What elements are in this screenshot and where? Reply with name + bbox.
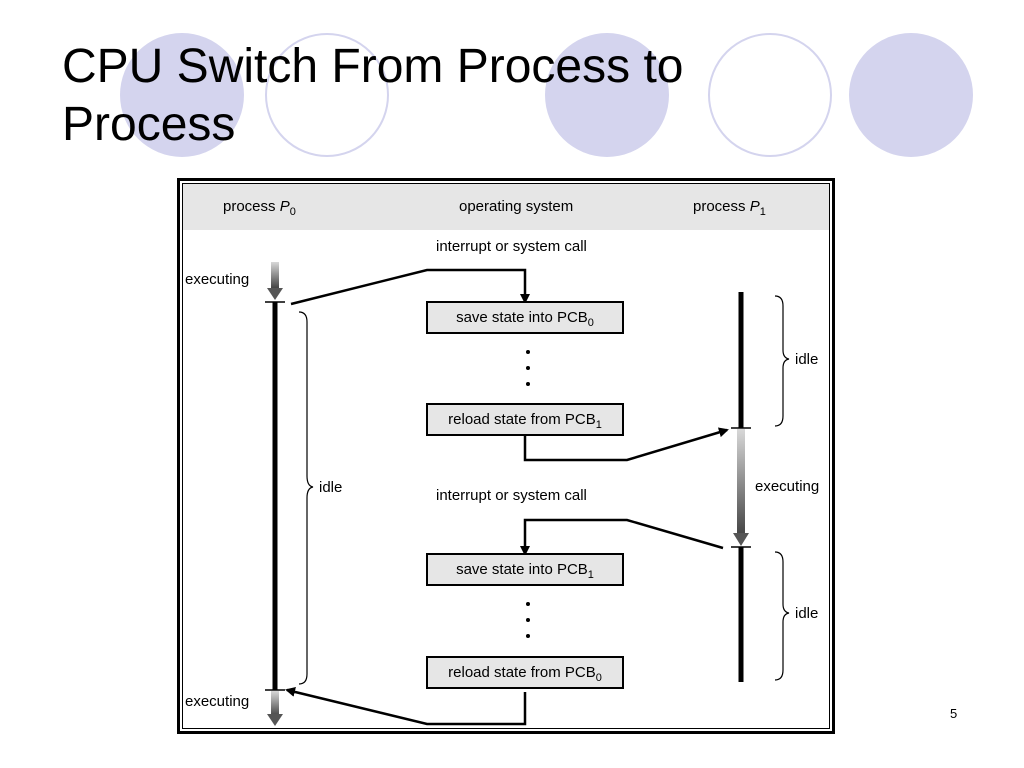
p1-sub: 1: [759, 206, 766, 218]
box-sub: 0: [587, 317, 594, 329]
slide-title: CPU Switch From Process to Process: [62, 40, 684, 151]
interrupt-label-2: interrupt or system call: [436, 487, 587, 504]
p1-idle-bottom-label: idle: [795, 605, 819, 622]
column-header-os: operating system: [459, 198, 574, 215]
box-text: reload state from PCB: [448, 664, 596, 681]
interrupt-label-1: interrupt or system call: [436, 238, 587, 255]
ellipsis-dots-upper: [526, 350, 530, 386]
box-sub: 1: [595, 419, 602, 431]
arrow-p1-to-save-pcb1: [520, 518, 724, 556]
box-sub: 0: [595, 672, 602, 684]
arrow-reload-pcb1-to-p1: [523, 427, 729, 462]
p0-sub: 0: [289, 206, 296, 218]
p0-executing-bottom-bar: [265, 689, 285, 726]
p1-idle-top-brace: [774, 295, 790, 427]
p1-idle-bottom-brace: [774, 551, 790, 681]
box-text: reload state from PCB: [448, 411, 596, 428]
p1-executing-bar: [731, 427, 751, 548]
p0-executing-bottom-label: executing: [185, 693, 250, 710]
p1-prefix: process: [693, 198, 750, 215]
decor-circle-5: [849, 33, 973, 157]
p1-executing-label: executing: [755, 478, 820, 495]
p1-name: P: [749, 198, 760, 215]
diagram-lines: [265, 262, 790, 726]
column-header-p1: process P1: [693, 198, 766, 218]
column-header-p0: process P0: [223, 198, 296, 218]
decor-circle-3: [545, 33, 669, 157]
p0-name: P: [279, 198, 290, 215]
p1-idle-top-label: idle: [795, 351, 819, 368]
p0-idle-brace: [298, 311, 314, 685]
p0-executing-top-label: executing: [185, 271, 250, 288]
decor-circle-1: [120, 33, 244, 157]
save-state-pcb1-box: save state into PCB1: [426, 553, 624, 586]
ellipsis-dots-lower: [526, 602, 530, 638]
decor-circle-2: [265, 33, 389, 157]
decor-circle-4: [708, 33, 832, 157]
p0-idle-label: idle: [319, 479, 343, 496]
box-sub: 1: [587, 569, 594, 581]
arrow-reload-pcb0-to-p0: [285, 687, 527, 726]
p0-prefix: process: [223, 198, 280, 215]
save-state-pcb0-box: save state into PCB0: [426, 301, 624, 334]
column-header-band: [183, 184, 829, 230]
box-text: save state into PCB: [456, 561, 588, 578]
context-switch-diagram: process P0 operating system process P1: [177, 178, 835, 734]
p0-executing-top-bar: [265, 262, 285, 303]
reload-state-pcb1-box: reload state from PCB1: [426, 403, 624, 436]
box-text: save state into PCB: [456, 309, 588, 326]
diagram-frame: process P0 operating system process P1: [182, 183, 830, 729]
page-number: 5: [950, 706, 958, 721]
arrow-p0-to-save-pcb0: [290, 268, 530, 306]
reload-state-pcb0-box: reload state from PCB0: [426, 656, 624, 689]
